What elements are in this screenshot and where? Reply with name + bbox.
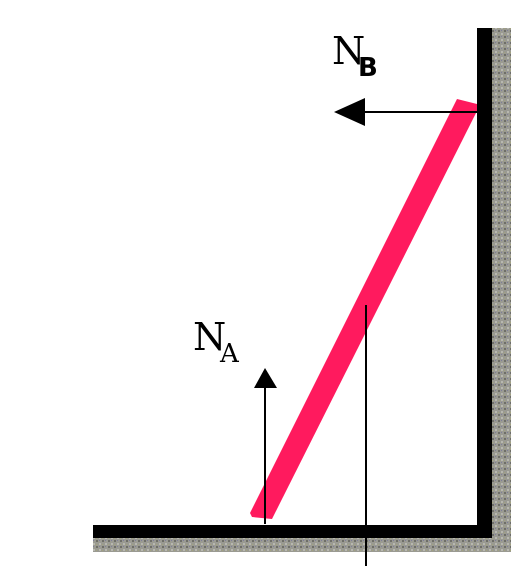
- wall-surface: [477, 28, 492, 538]
- normal-force-a-main: N: [193, 315, 226, 359]
- arrow-up-icon: [254, 368, 277, 388]
- normal-force-a-label: N A: [193, 315, 240, 369]
- normal-force-b-main: N: [332, 29, 365, 73]
- floor-surface: [93, 525, 492, 538]
- normal-force-b-subscript: B: [358, 53, 378, 83]
- normal-force-b-label: N B: [332, 29, 378, 83]
- arrow-left-icon: [334, 98, 365, 126]
- floor-hatching: [93, 538, 511, 552]
- ladder-bar: [250, 99, 477, 519]
- normal-force-a-subscript: A: [219, 339, 240, 369]
- wall-hatching: [491, 28, 511, 546]
